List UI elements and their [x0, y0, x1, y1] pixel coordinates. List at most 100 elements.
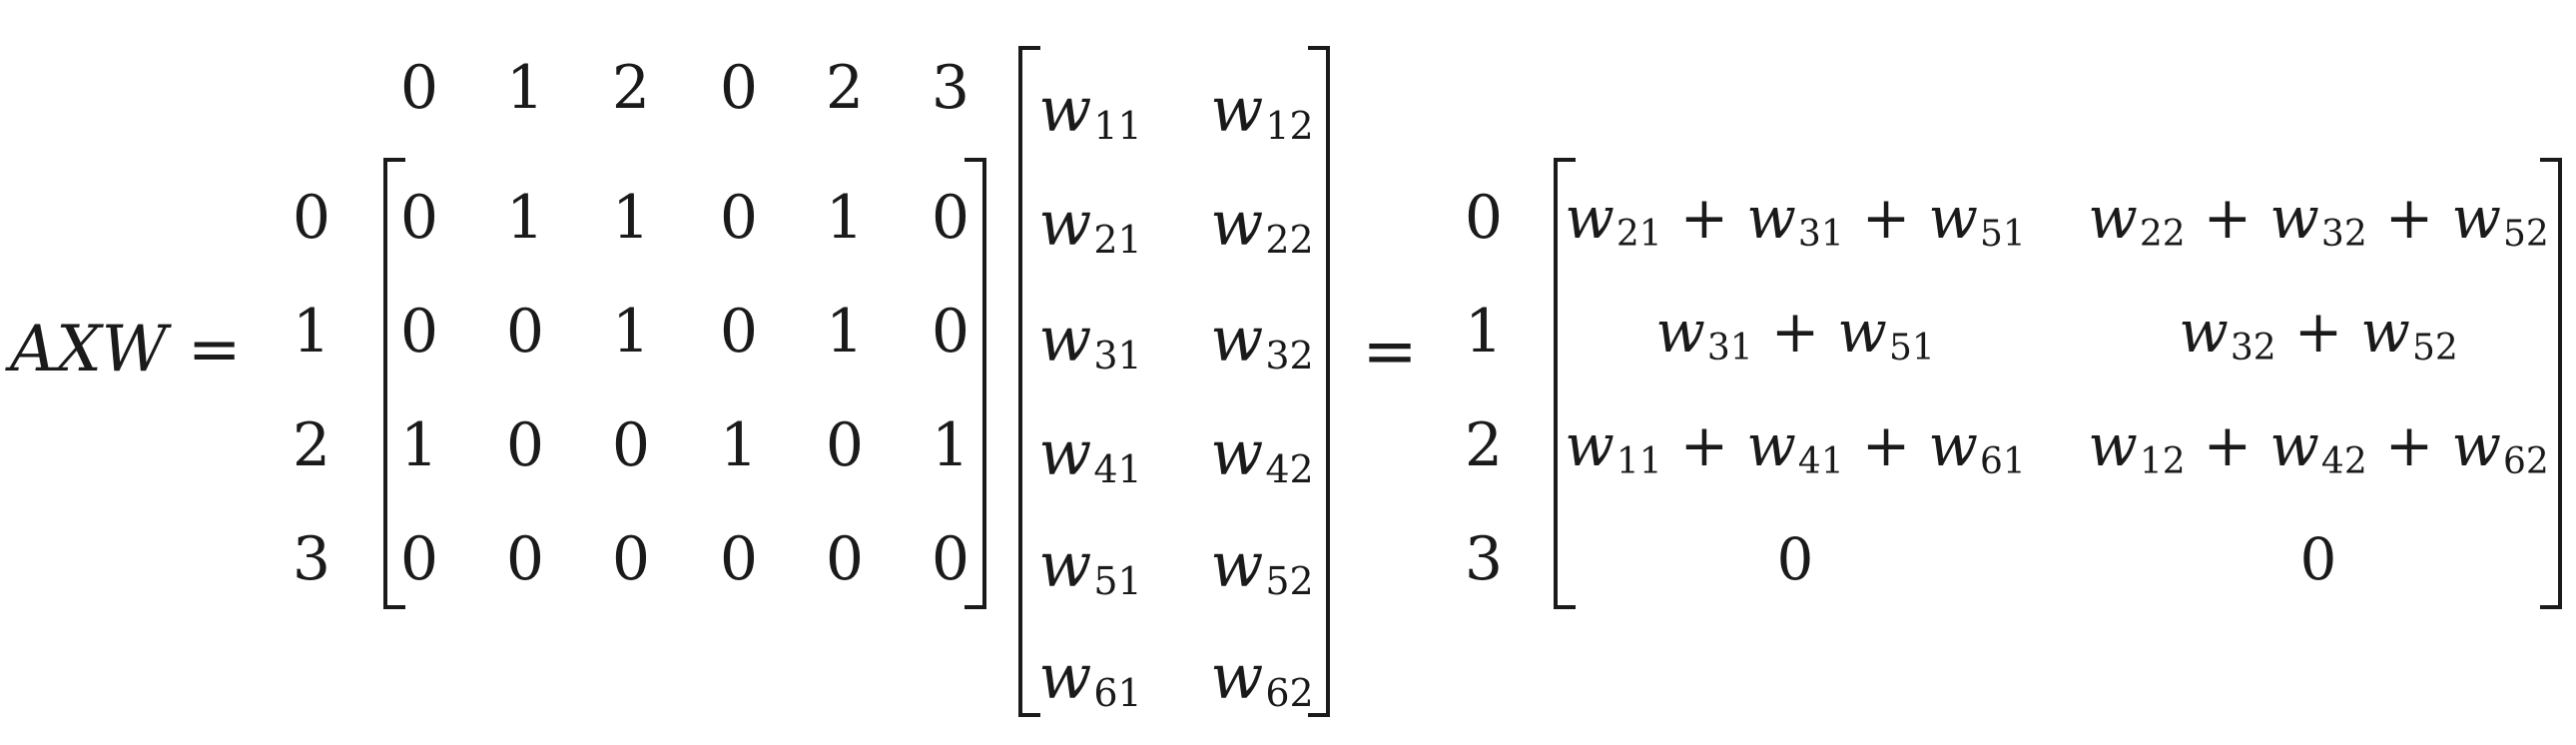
matrix-a-right-bracket [965, 158, 986, 609]
matrix-a-cell: 0 [719, 524, 759, 594]
w-subscript: 31 [1093, 334, 1142, 378]
w-subscript: 51 [1093, 559, 1142, 604]
matrix-a-cell: 0 [825, 410, 865, 480]
matrix-a-cell: 0 [399, 183, 439, 253]
result-term-var: w [1565, 184, 1614, 252]
plus-operator: + [1679, 184, 1729, 252]
matrix-w-left-bracket [1018, 46, 1040, 717]
matrix-w-cell: w42 [1210, 422, 1313, 489]
w-subscript: 21 [1093, 218, 1142, 263]
matrix-w-cell: w41 [1038, 422, 1141, 489]
plus-operator: + [1770, 298, 1820, 366]
result-term-subscript: 62 [2503, 440, 2549, 482]
matrix-a-cell: 1 [611, 297, 651, 367]
result-term-var: w [1928, 184, 1978, 252]
matrix-w-cell: w11 [1038, 79, 1141, 146]
w-variable: w [1038, 303, 1092, 375]
plus-operator: + [2384, 184, 2434, 252]
plus-operator: + [2293, 298, 2343, 366]
matrix-a-cell: 0 [611, 524, 651, 594]
matrix-a-cell: 0 [505, 524, 545, 594]
result-term-subscript: 31 [1797, 213, 1844, 255]
w-subscript: 22 [1265, 218, 1314, 263]
matrix-w-cell: w32 [1210, 309, 1313, 375]
matrix-result-cell: 0 [1776, 525, 1814, 593]
result-term-var: w [2179, 298, 2229, 366]
w-subscript: 62 [1265, 671, 1314, 716]
matrix-a-cell: 0 [399, 524, 439, 594]
matrix-w-cell: w21 [1038, 193, 1141, 260]
result-term-subscript: 51 [1888, 327, 1935, 369]
w-variable: w [1038, 528, 1092, 601]
matrix-result-cell: w21+w31+w51 [1565, 189, 2026, 252]
result-term-var: w [1746, 184, 1796, 252]
matrix-a-cell: 1 [931, 410, 970, 480]
w-variable: w [1210, 303, 1264, 375]
matrix-w-right-bracket [1308, 46, 1330, 717]
matrix-a-cell: 1 [611, 183, 651, 253]
w-subscript: 61 [1093, 671, 1142, 716]
w-subscript: 42 [1265, 447, 1314, 492]
matrix-w-cell: w31 [1038, 309, 1141, 375]
matrix-a-cell: 0 [825, 524, 865, 594]
result-term-subscript: 51 [1980, 213, 2026, 255]
result-term-subscript: 41 [1797, 440, 1844, 482]
matrix-result-cell: w22+w32+w52 [2088, 189, 2549, 252]
w-variable: w [1038, 73, 1092, 146]
result-term-var: w [1565, 411, 1614, 479]
matrix-a-cell: 1 [505, 183, 545, 253]
result-term-subscript: 21 [1615, 213, 1662, 255]
row-label: 0 [292, 183, 331, 253]
matrix-a-cell: 1 [399, 410, 439, 480]
result-term-var: w [1837, 298, 1887, 366]
plus-operator: + [2203, 411, 2253, 479]
result-term-var: w [2451, 184, 2501, 252]
w-variable: w [1210, 528, 1264, 601]
result-term-subscript: 42 [2320, 440, 2367, 482]
w-variable: w [1038, 187, 1092, 260]
result-row-label: 2 [1464, 410, 1504, 480]
result-row-label: 1 [1464, 297, 1504, 367]
matrix-w-cell: w12 [1210, 79, 1313, 146]
matrix-result-cell: w12+w42+w62 [2088, 416, 2549, 479]
plus-operator: + [1861, 411, 1911, 479]
matrix-a-cell: 1 [825, 183, 865, 253]
matrix-a-cell: 0 [505, 410, 545, 480]
result-term-subscript: 11 [1615, 440, 1662, 482]
matrix-a-cell: 0 [719, 183, 759, 253]
column-header-label: 3 [931, 53, 970, 123]
result-term-var: w [2451, 411, 2501, 479]
plus-operator: + [2203, 184, 2253, 252]
result-row-label: 3 [1464, 524, 1504, 594]
w-variable: w [1210, 416, 1264, 489]
matrix-w-cell: w62 [1210, 646, 1313, 713]
equals-sign: = [1362, 313, 1418, 389]
matrix-w-cell: w61 [1038, 646, 1141, 713]
w-subscript: 41 [1093, 447, 1142, 492]
matrix-a-left-bracket [383, 158, 405, 609]
matrix-result-right-bracket [2540, 158, 2562, 609]
result-term-var: w [2088, 411, 2138, 479]
result-term-subscript: 61 [1980, 440, 2026, 482]
matrix-result-left-bracket [1554, 158, 1576, 609]
matrix-result-cell: 0 [2299, 525, 2337, 593]
column-header-label: 0 [719, 53, 759, 123]
matrix-a-cell: 0 [505, 297, 545, 367]
row-label: 2 [292, 410, 331, 480]
result-term-subscript: 52 [2503, 213, 2549, 255]
w-variable: w [1210, 187, 1264, 260]
matrix-w-cell: w51 [1038, 534, 1141, 601]
lhs-expression: AXW = [10, 313, 242, 386]
result-term-var: w [1928, 411, 1978, 479]
matrix-a-cell: 0 [931, 297, 970, 367]
matrix-a-cell: 0 [931, 524, 970, 594]
result-term-var: w [2269, 411, 2319, 479]
matrix-a-cell: 0 [399, 297, 439, 367]
w-subscript: 32 [1265, 334, 1314, 378]
result-term-subscript: 52 [2411, 327, 2458, 369]
row-label: 3 [292, 524, 331, 594]
plus-operator: + [1861, 184, 1911, 252]
matrix-a-cell: 0 [719, 297, 759, 367]
matrix-w-cell: w52 [1210, 534, 1313, 601]
